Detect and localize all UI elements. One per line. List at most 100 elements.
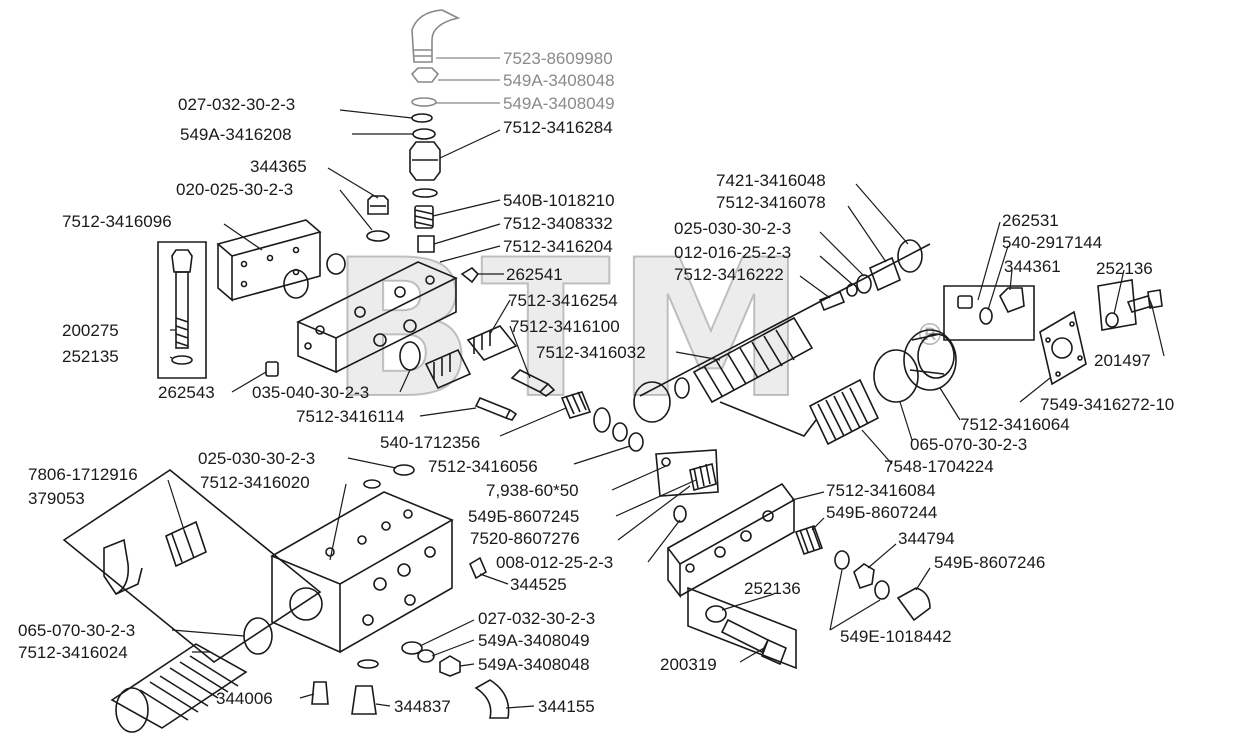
label-7421-3416048: 7421-3416048 (716, 171, 826, 190)
plug-262541 (460, 266, 480, 284)
label-549b-8607244: 549Б-8607244 (826, 503, 938, 522)
flange-7549-3416272-10 (1039, 310, 1087, 386)
o-ring-012-016 (846, 283, 858, 297)
label-262531: 262531 (1002, 211, 1059, 230)
leader-lines (167, 57, 1165, 709)
label-027-032-top: 027-032-30-2-3 (178, 95, 296, 114)
cap-549b-8607246 (896, 587, 931, 622)
nut-top (410, 67, 440, 83)
o-ring-mid-1 (593, 407, 611, 433)
bolt-200319 (720, 618, 788, 666)
label-7512-3416114: 7512-3416114 (296, 407, 405, 426)
label-7548-1704224: 7548-1704224 (884, 457, 994, 476)
label-252135: 252135 (62, 347, 119, 366)
label-262543: 262543 (158, 383, 215, 402)
label-379053: 379053 (28, 489, 85, 508)
label-540-1712356: 540-1712356 (380, 433, 481, 452)
nut-344794 (853, 563, 875, 590)
label-7512-3416020: 7512-3416020 (200, 473, 310, 492)
label-7938-60-50: 7,938-60*50 (486, 481, 579, 500)
spool-short-left (474, 396, 518, 421)
label-7512-3416064: 7512-3416064 (960, 415, 1070, 434)
label-025-030-left: 025-030-30-2-3 (198, 449, 316, 468)
valve-7512-3416254 (466, 325, 518, 361)
label-7512-3416084: 7512-3416084 (826, 481, 936, 500)
label-200275: 200275 (62, 321, 119, 340)
spring-540-1712356 (560, 391, 592, 419)
o-ring-065-070-right (873, 349, 919, 403)
o-ring-027-bottom (401, 641, 423, 655)
bolt-200275 (171, 249, 193, 349)
elbow-344155 (474, 679, 510, 719)
label-7512-3416204: 7512-3416204 (503, 237, 613, 256)
bracket-bolt (157, 241, 207, 379)
nut-549a-3408048-bottom (439, 655, 461, 677)
label-549a-3416208: 549А-3416208 (180, 125, 292, 144)
cover-plate-7512-3416096 (216, 219, 322, 302)
label-7806-1712916: 7806-1712916 (28, 465, 138, 484)
fitting-344525 (468, 556, 488, 580)
label-549b-8607246: 549Б-8607246 (934, 553, 1046, 572)
label-549a-3408049-top: 549А-3408049 (503, 94, 615, 113)
o-ring-cover-2 (326, 253, 346, 275)
washer-252135 (171, 355, 193, 365)
o-ring-540-2917144 (979, 307, 993, 325)
label-344006: 344006 (216, 689, 273, 708)
label-200319: 200319 (660, 655, 717, 674)
label-7512-3416222: 7512-3416222 (674, 265, 784, 284)
fitting-344837 (351, 685, 377, 715)
elbow-379053 (103, 538, 143, 596)
label-549a-3408048-top: 549А-3408048 (503, 71, 615, 90)
washer-7512-3416056 (628, 432, 644, 452)
label-035-040: 035-040-30-2-3 (252, 383, 370, 402)
label-549a-3408049-bottom: 549А-3408049 (478, 631, 590, 650)
label-7523-8609980: 7523-8609980 (503, 49, 613, 68)
exploded-bracket-left (62, 469, 322, 663)
o-ring-549e-1 (834, 550, 850, 570)
spool-7512-3416024 (110, 643, 248, 733)
label-7512-3416284: 7512-3416284 (503, 118, 613, 137)
washer-top (411, 97, 437, 107)
label-7512-3416254: 7512-3416254 (508, 291, 618, 310)
label-065-070-right: 065-070-30-2-3 (910, 435, 1028, 454)
pilot-valve-7512-3416032 (692, 316, 814, 404)
o-ring-lower-small (363, 479, 381, 489)
label-7512-3416078: 7512-3416078 (716, 193, 826, 212)
o-ring-035-040 (399, 341, 421, 371)
label-344361: 344361 (1004, 257, 1061, 276)
label-344837: 344837 (394, 697, 451, 716)
label-7512-3416032: 7512-3416032 (536, 343, 646, 362)
fitting-7512-3408332 (417, 235, 435, 253)
o-ring-027-top (411, 113, 433, 123)
fitting-7512-3416284 (409, 141, 441, 181)
washer-549a-3408049-bottom (417, 649, 435, 663)
label-344525: 344525 (510, 575, 567, 594)
o-ring-cover (283, 269, 309, 299)
label-7512-3416096: 7512-3416096 (62, 212, 172, 231)
label-540b-1018210: 540В-1018210 (503, 191, 615, 210)
label-549e-1018442: 549Е-1018442 (840, 627, 952, 646)
label-7520-8607276: 7520-8607276 (470, 529, 580, 548)
label-344365: 344365 (250, 157, 307, 176)
label-262541: 262541 (506, 265, 563, 284)
ball-7938 (661, 457, 671, 467)
washer-252136-bottom (705, 605, 727, 623)
label-7512-3408332: 7512-3408332 (503, 214, 613, 233)
sleeve-7512-3416078 (868, 256, 902, 292)
exploded-bracket-right (943, 285, 1035, 341)
fitting-344006 (311, 681, 329, 705)
label-344155: 344155 (538, 697, 595, 716)
o-ring-pilot-left (674, 377, 690, 399)
elbow-fitting-top (411, 9, 461, 63)
o-ring-large-left (633, 381, 671, 423)
label-027-032-bottom: 027-032-30-2-3 (478, 609, 596, 628)
o-ring-mid-2 (612, 422, 628, 442)
spring-549b-8607244 (794, 524, 824, 556)
o-ring-under-fitting (412, 188, 438, 198)
label-201497: 201497 (1094, 351, 1151, 370)
label-7549-3416272-10: 7549-3416272-10 (1040, 395, 1175, 414)
label-008-012: 008-012-25-2-3 (496, 553, 614, 572)
spring-549b-8607245 (689, 463, 717, 491)
